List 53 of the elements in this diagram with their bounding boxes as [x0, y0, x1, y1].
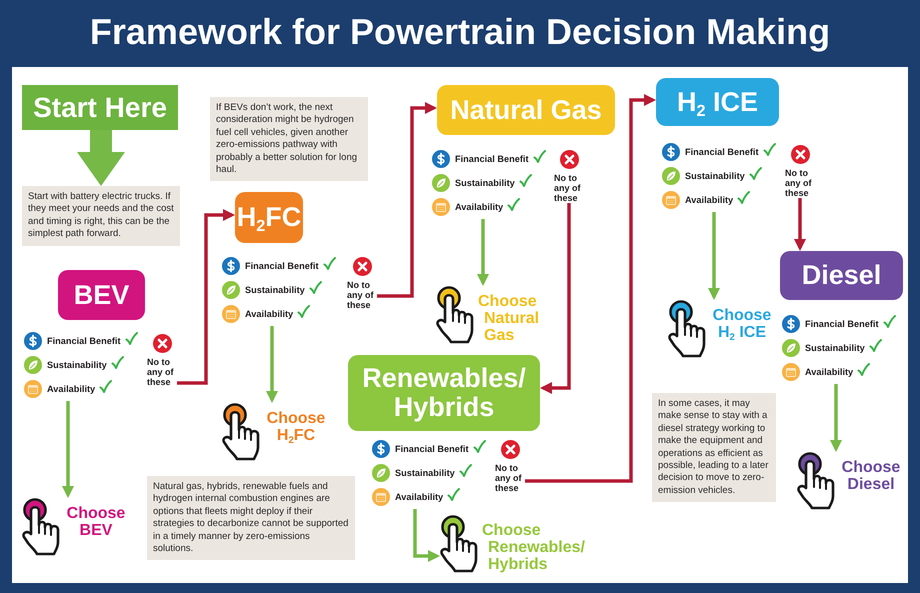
arrow [177, 209, 235, 385]
arrow [62, 401, 74, 498]
option-box: Renewables/ Hybrids [348, 355, 540, 431]
arrow [77, 130, 125, 186]
arrow [540, 203, 571, 394]
criterion-label: Financial Benefit [245, 261, 319, 271]
branch-label: No to any of these [347, 280, 375, 310]
branch-label: No to any of these [554, 173, 582, 203]
arrow [477, 219, 489, 286]
criterion-label: Availability [455, 202, 504, 212]
criterion-label: Financial Benefit [685, 147, 759, 157]
arrow [708, 212, 720, 300]
choice-label: Choose H$_{2}$FC [266, 410, 326, 444]
criterion-label: Sustainability [245, 285, 305, 295]
criterion-label: Sustainability [395, 468, 455, 478]
criterion-label: Availability [245, 309, 294, 319]
criterion-label: Financial Benefit [455, 154, 529, 164]
arrow [266, 326, 278, 403]
branch-label: No to any of these [147, 357, 175, 387]
arrow [413, 509, 440, 562]
criterion-label: Sustainability [455, 178, 515, 188]
option-box: Diesel [780, 251, 903, 300]
start-banner: Start Here [22, 85, 178, 130]
arrow [377, 102, 437, 298]
option-box: BEV [58, 270, 145, 320]
criterion-label: Availability [805, 367, 854, 377]
criterion-label: Sustainability [685, 171, 745, 181]
criterion-label: Availability [47, 384, 96, 394]
choice-label: Choose Diesel [840, 459, 902, 493]
branch-label: No to any of these [495, 463, 523, 493]
arrow [794, 198, 806, 251]
choice-label: Choose H$_{2}$ ICE [712, 307, 772, 341]
option-box: Natural Gas [437, 85, 615, 135]
branch-label: No to any of these [785, 168, 813, 198]
criterion-label: Financial Benefit [805, 319, 879, 329]
criterion-label: Financial Benefit [395, 444, 469, 454]
option-box: H$_{2}$ ICE [656, 78, 779, 126]
criterion-label: Availability [395, 492, 444, 502]
criterion-label: Sustainability [47, 360, 107, 370]
note-box: In some cases, it may make sense to stay with a diesel strategy working to make the equipment and operations as efficient as possible, leading to a later decision to move to zero-emission vehicles. [652, 393, 776, 502]
option-box: H$_{2}$FC [235, 192, 303, 243]
note-box: Start with battery electric trucks. If they meet your needs and the cost and timing is right, this can be the simplest path forward. [22, 186, 180, 246]
arrow [830, 384, 842, 452]
note-box: Natural gas, hybrids, renewable fuels and hydrogen internal combustion engines are options that fleets might deploy if their strategies to decarbonize cannot be supported in a timely manner by zero-emissions solutions. [147, 476, 355, 560]
note-box: If BEVs don’t work, the next consideration might be hydrogen fuel cell vehicles, given another zero-emissions pathway with probably a better solution for long haul. [210, 97, 368, 182]
choice-label: Choose Natural Gas [478, 293, 540, 344]
arrow [525, 94, 656, 483]
criterion-label: Availability [685, 195, 734, 205]
title: Framework for Powertrain Decision Making [88, 10, 832, 54]
criterion-label: Sustainability [805, 343, 865, 353]
choice-label: Choose BEV [66, 505, 126, 539]
choice-label: Choose Renewables/ Hybrids [482, 522, 586, 573]
criterion-label: Financial Benefit [47, 336, 121, 346]
